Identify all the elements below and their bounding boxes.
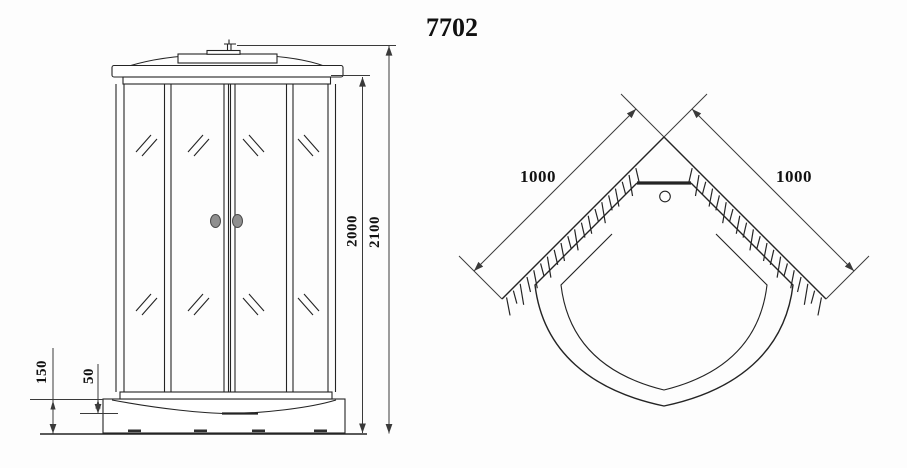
wall-hatching-left: [505, 168, 640, 316]
roof-plate: [206, 49, 241, 55]
roof-pipe-bracket: [224, 39, 236, 51]
dim-label-1000-left: 1000: [520, 167, 556, 186]
dimension-tray-lip-50: 50: [80, 364, 118, 414]
frame-posts: [115, 84, 337, 392]
glass-reflection-marks-upper: [135, 134, 320, 157]
tray-rim-outer: [534, 182, 794, 407]
dim-label-50: 50: [81, 368, 97, 384]
dimension-right-wall-1000: 1000: [691, 108, 855, 272]
base-feet-marks: [128, 429, 327, 433]
dim-label-2100: 2100: [367, 216, 383, 248]
dimension-total-height-2100: 2100: [237, 45, 396, 434]
dimension-left-wall-1000: 1000: [473, 108, 637, 272]
dimension-cabin-height-2000: 2000: [331, 75, 370, 433]
dim-label-1000-right: 1000: [776, 167, 812, 186]
top-view: 1000 1000: [458, 93, 870, 407]
drain-circle: [659, 190, 671, 203]
cabin-roof: [111, 39, 344, 85]
roof-band: [111, 64, 344, 78]
wall-hatching-right: [688, 168, 823, 316]
quarter-round-tray: [534, 181, 794, 407]
model-number-title: 7702: [426, 13, 478, 42]
front-view: 150 50 2000 2100: [30, 39, 396, 435]
dimension-tray-height-150: 150: [30, 348, 103, 434]
dim-label-150: 150: [34, 360, 50, 384]
dim-label-2000: 2000: [345, 215, 361, 247]
door-handle-right: [232, 214, 243, 228]
tray-base: [102, 398, 346, 434]
roof-vent-box: [177, 53, 278, 64]
door-bottom-rail: [119, 391, 333, 400]
extension-lines: [458, 93, 870, 300]
door-handle-left: [210, 214, 221, 228]
glass-reflection-marks-lower: [135, 293, 320, 316]
roof-sub-band: [122, 76, 332, 85]
tray-rim-inner: [560, 233, 768, 391]
